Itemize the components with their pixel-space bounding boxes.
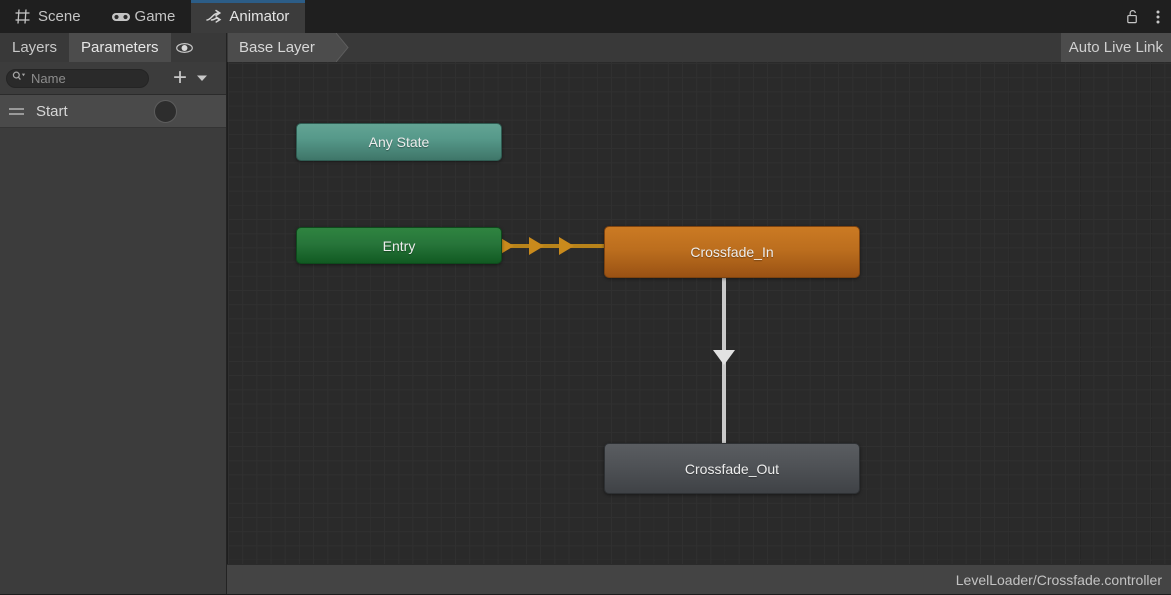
tab-game[interactable]: Game xyxy=(97,0,192,33)
kebab-menu-icon[interactable] xyxy=(1145,0,1171,33)
search-icon xyxy=(12,69,27,87)
state-node-entry[interactable]: Entry xyxy=(296,227,502,264)
add-parameter-button[interactable]: + xyxy=(173,64,188,91)
panel-tab-bar: Layers Parameters xyxy=(0,33,227,62)
auto-live-link-button[interactable]: Auto Live Link xyxy=(1060,33,1171,62)
drag-handle-icon[interactable] xyxy=(9,107,24,115)
controller-asset-path: LevelLoader/Crossfade.controller xyxy=(955,572,1162,588)
parameter-search-row: Name + xyxy=(0,62,227,94)
tab-game-label: Game xyxy=(134,8,176,25)
state-node-crossfade-out[interactable]: Crossfade_Out xyxy=(604,443,860,494)
breadcrumb-label: Base Layer xyxy=(239,39,315,56)
parameters-panel: Layers Parameters xyxy=(0,33,227,595)
panel-tab-parameters[interactable]: Parameters xyxy=(69,33,171,62)
status-bar-separator xyxy=(227,564,1171,565)
search-input[interactable]: Name xyxy=(6,68,149,88)
state-node-label: Crossfade_In xyxy=(690,244,774,260)
state-node-any-state[interactable]: Any State xyxy=(296,123,502,161)
transition-line xyxy=(502,244,612,248)
animator-graph-canvas[interactable]: Any State Entry Crossfade_In Crossfade_O… xyxy=(227,62,1171,565)
panel-tab-layers-label: Layers xyxy=(12,39,58,56)
parameter-row-separator xyxy=(0,127,227,128)
tab-animator[interactable]: Animator xyxy=(191,0,306,33)
chevron-right-icon xyxy=(335,32,357,63)
auto-live-link-label: Auto Live Link xyxy=(1068,39,1163,56)
eye-icon[interactable] xyxy=(171,33,199,62)
trigger-toggle[interactable] xyxy=(154,99,177,123)
chevron-down-icon[interactable] xyxy=(196,74,208,82)
tab-scene[interactable]: Scene xyxy=(0,0,97,33)
panel-splitter[interactable] xyxy=(226,33,227,595)
status-bar: LevelLoader/Crossfade.controller xyxy=(227,565,1171,595)
tab-bar-spacer xyxy=(305,0,1119,33)
panel-divider xyxy=(0,94,227,95)
tab-scene-label: Scene xyxy=(38,8,81,25)
breadcrumb-base-layer[interactable]: Base Layer xyxy=(228,32,349,63)
tab-animator-label: Animator xyxy=(229,8,290,25)
gamepad-icon xyxy=(111,8,130,25)
grid-icon xyxy=(14,8,31,25)
breadcrumb-bar: Base Layer Auto Live Link xyxy=(227,32,1171,63)
transition-arrow-icon xyxy=(499,237,514,255)
unlock-icon[interactable] xyxy=(1119,0,1145,33)
animator-icon xyxy=(205,8,222,25)
parameter-name: Start xyxy=(36,102,68,120)
canvas-left-border xyxy=(227,62,228,565)
parameter-row-start[interactable]: Start xyxy=(0,95,227,127)
window-tab-bar: Scene Game xyxy=(0,0,1171,33)
state-node-crossfade-in[interactable]: Crossfade_In xyxy=(604,226,860,278)
transition-arrow-icon xyxy=(713,350,735,365)
search-placeholder: Name xyxy=(31,70,66,86)
panel-tab-parameters-label: Parameters xyxy=(81,39,159,56)
state-node-label: Any State xyxy=(368,134,430,150)
state-node-label: Entry xyxy=(382,237,416,254)
state-node-label: Crossfade_Out xyxy=(684,460,780,477)
panel-tab-layers[interactable]: Layers xyxy=(0,33,69,62)
transition-arrow-icon xyxy=(529,237,544,255)
transition-arrow-icon xyxy=(559,237,574,255)
